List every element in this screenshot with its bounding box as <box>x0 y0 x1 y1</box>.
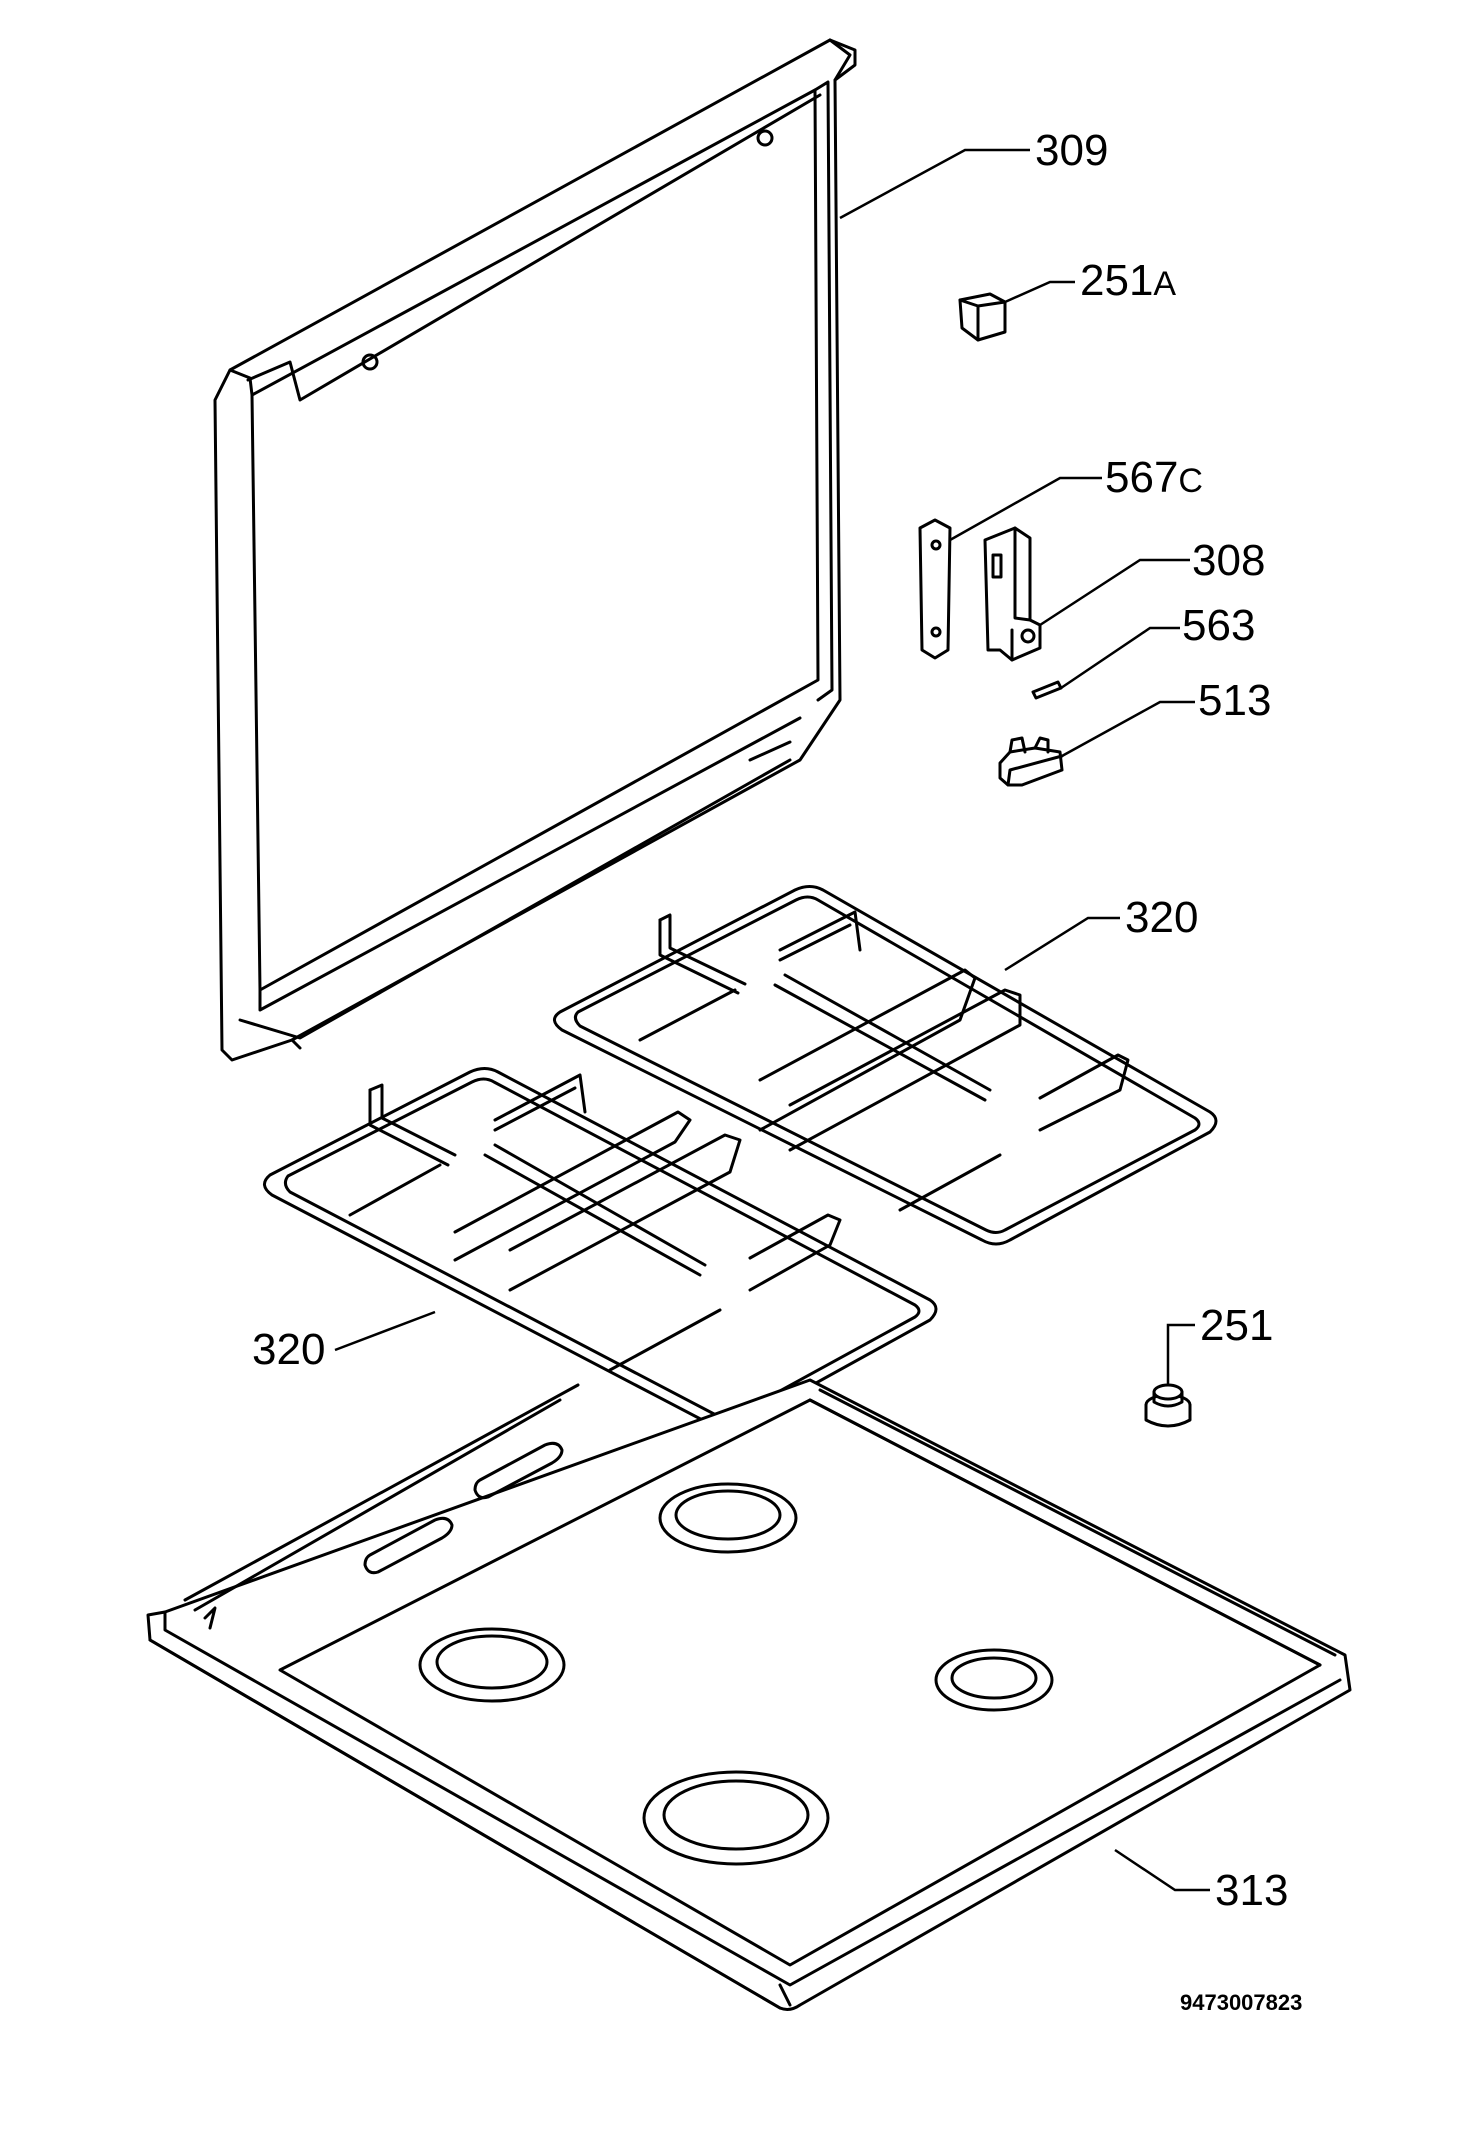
callout-309: 309 <box>1035 126 1108 175</box>
pan-support-right <box>553 885 1218 1246</box>
leader-513 <box>1061 700 1195 758</box>
callout-563: 563 <box>1182 601 1255 650</box>
callout-320-left: 320 <box>252 1325 325 1374</box>
callout-320-right: 320 <box>1125 893 1198 942</box>
strip-part-567c <box>918 518 952 660</box>
callout-567c: 567C <box>1105 453 1203 502</box>
leader-308 <box>1039 558 1190 627</box>
document-number: 9473007823 <box>1180 1990 1302 2015</box>
callout-251: 251 <box>1200 1301 1273 1350</box>
cap-part-251a <box>958 292 1007 342</box>
callout-308: 308 <box>1192 536 1265 585</box>
hob-top-part-313 <box>146 1378 1352 2011</box>
leader-309 <box>839 148 1030 220</box>
bracket-part-513 <box>998 736 1064 787</box>
leader-lines <box>334 148 1210 1892</box>
knob-part-251 <box>1144 1383 1192 1428</box>
callout-251a: 251A <box>1080 256 1176 305</box>
pin-part-563 <box>1031 680 1063 700</box>
leader-251 <box>1166 1323 1195 1385</box>
leader-251a <box>1004 280 1075 304</box>
leader-563 <box>1060 626 1180 690</box>
leader-320-left <box>334 1310 436 1352</box>
callout-313: 313 <box>1215 1866 1288 1915</box>
lid-cover-part <box>213 38 857 1062</box>
leader-313 <box>1114 1848 1210 1892</box>
callout-513: 513 <box>1198 676 1271 725</box>
hinge-part-308 <box>983 526 1042 662</box>
leader-320-right <box>1004 916 1120 972</box>
pan-support-left <box>263 1067 938 1430</box>
leader-567c <box>949 476 1102 542</box>
